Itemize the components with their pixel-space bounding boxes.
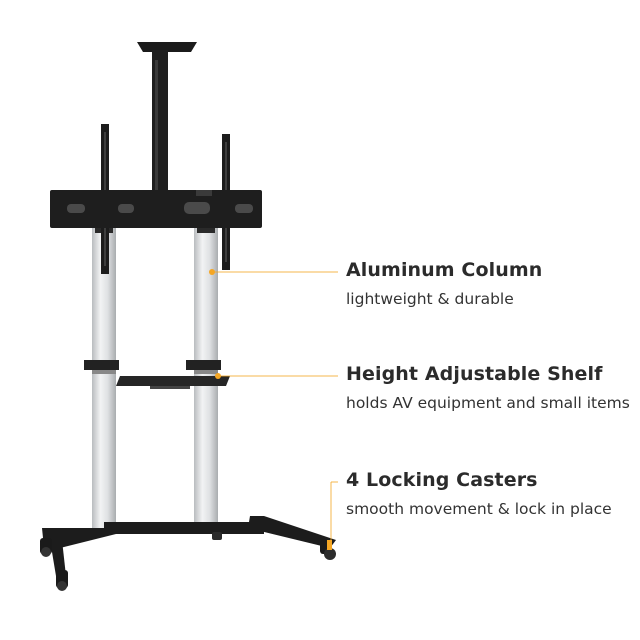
mounting-plate	[50, 190, 262, 228]
callout-line-shelf	[215, 373, 338, 379]
feature-title: Aluminum Column	[346, 259, 543, 281]
camera-shelf	[137, 42, 197, 196]
av-shelf	[116, 376, 230, 389]
feature-title: Height Adjustable Shelf	[346, 363, 603, 385]
aluminum-column-left	[92, 225, 116, 532]
caster-front-left	[40, 538, 52, 557]
feature-title: 4 Locking Casters	[346, 469, 538, 491]
base-frame	[42, 516, 336, 576]
feature-description: holds AV equipment and small items	[346, 394, 630, 412]
shelf-clamp-left	[84, 360, 119, 370]
callout-line-column	[209, 269, 338, 275]
feature-locking-casters: 4 Locking Casters smooth movement & lock…	[346, 468, 636, 520]
feature-description: smooth movement & lock in place	[346, 500, 612, 518]
caster-front-center	[56, 570, 68, 591]
feature-description: lightweight & durable	[346, 290, 514, 308]
caster-rear-right	[320, 540, 336, 560]
callout-line-casters	[330, 481, 338, 540]
feature-aluminum-column: Aluminum Column lightweight & durable	[346, 258, 636, 310]
shelf-clamp-right	[186, 360, 221, 370]
feature-height-adjustable-shelf: Height Adjustable Shelf holds AV equipme…	[346, 362, 636, 414]
aluminum-column-right	[194, 225, 218, 524]
